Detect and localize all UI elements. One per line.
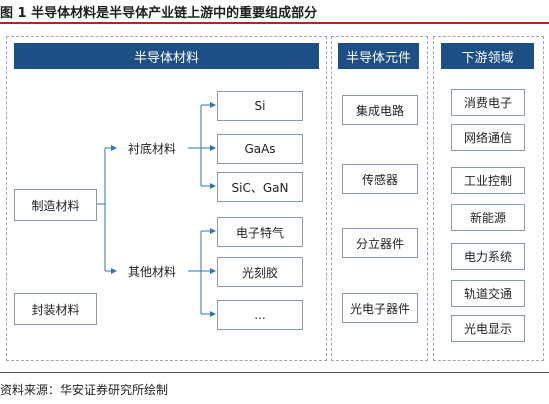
components-panel: [331, 36, 428, 361]
other-material-item: 光刻胶: [217, 257, 303, 287]
downstream-item: 消费电子: [451, 89, 525, 116]
other-materials-label: 其他材料: [127, 264, 176, 279]
figure-source: 资料来源：华安证券研究所绘制: [0, 383, 169, 397]
components-header: 半导体元件: [338, 43, 419, 69]
downstream-panel: [433, 36, 544, 361]
component-item: 分立器件: [342, 228, 418, 258]
materials-header: 半导体材料: [14, 43, 319, 69]
downstream-item: 轨道交通: [451, 280, 525, 307]
title-rule: [0, 22, 549, 24]
downstream-item: 新能源: [451, 204, 525, 231]
downstream-item: 电力系统: [451, 243, 525, 270]
manufacturing-materials-box: 制造材料: [14, 189, 97, 221]
materials-panel: [6, 36, 327, 361]
substrate-item: GaAs: [217, 134, 303, 164]
component-item: 集成电路: [342, 95, 418, 125]
downstream-item: 网络通信: [451, 124, 525, 151]
substrate-materials-label: 衬底材料: [127, 141, 176, 156]
component-item: 光电子器件: [342, 293, 418, 323]
figure-title: 图 1 半导体材料是半导体产业链上游中的重要组成部分: [0, 6, 318, 21]
other-material-item: 电子特气: [217, 217, 303, 247]
other-material-item: ...: [217, 300, 303, 330]
downstream-header: 下游领域: [441, 43, 534, 69]
downstream-item: 光电显示: [451, 315, 525, 342]
substrate-item: SiC、GaN: [217, 172, 303, 202]
component-item: 传感器: [342, 164, 418, 194]
source-rule: [0, 372, 549, 373]
packaging-materials-box: 封装材料: [14, 293, 97, 325]
downstream-item: 工业控制: [451, 167, 525, 194]
substrate-item: Si: [217, 91, 303, 121]
